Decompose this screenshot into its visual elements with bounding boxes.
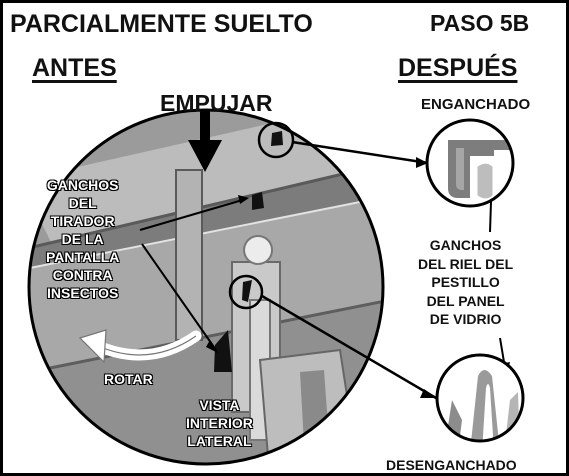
down-arrow-icon	[188, 110, 222, 172]
curved-arrow-icon	[78, 329, 202, 364]
interior-view-line: VISTA	[199, 397, 240, 414]
screen-hooks-line: DE LA	[61, 231, 104, 248]
interior-view-line: INTERIOR	[186, 415, 254, 432]
disengaged-detail-view	[437, 355, 523, 441]
engaged-label: ENGANCHADO	[421, 96, 531, 113]
disengaged-label: DESENGANCHADO	[386, 457, 517, 473]
screen-hooks-line: DEL	[68, 195, 97, 212]
screen-hooks-line: TIRADOR	[50, 213, 115, 230]
engaged-detail-view	[427, 120, 513, 206]
interior-view-line: LATERAL	[187, 433, 252, 450]
rotate-text: ROTAR	[104, 371, 154, 388]
interior-view-label: VISTA INTERIOR LATERAL	[186, 396, 254, 450]
screen-hooks-line: CONTRA	[52, 267, 113, 284]
screen-hooks-line: GANCHOS	[46, 177, 119, 194]
rail-hooks-line: PESTILLO	[431, 274, 500, 290]
screen-hooks-line: INSECTOS	[47, 285, 119, 302]
rail-hooks-line: DE VIDRIO	[429, 311, 502, 327]
push-label: EMPUJAR	[160, 90, 273, 116]
diagram-title: PARCIALMENTE SUELTO	[10, 10, 313, 38]
rail-hooks-label: GANCHOS DEL RIEL DEL PESTILLO DEL PANEL …	[418, 236, 513, 329]
after-label: DESPUÉS	[398, 54, 518, 82]
rail-hooks-line: DEL PANEL	[426, 292, 505, 309]
rail-hooks-line: DEL RIEL DEL	[418, 255, 514, 272]
rail-hooks-line: GANCHOS	[429, 237, 502, 253]
before-label: ANTES	[32, 54, 117, 82]
rotate-label: ROTAR	[104, 370, 154, 388]
screen-hooks-line: PANTALLA	[46, 249, 120, 266]
screen-hooks-label: GANCHOS DEL TIRADOR DE LA PANTALLA CONTR…	[46, 176, 120, 302]
step-number: PASO 5B	[430, 10, 530, 36]
